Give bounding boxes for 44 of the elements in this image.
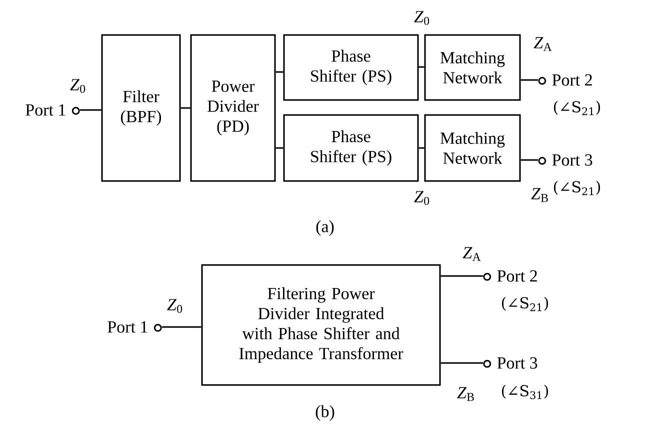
impedance-label: Z$_{A}$ bbox=[462, 247, 481, 261]
block-box: Phase Shifter (PS) bbox=[283, 114, 419, 182]
connection-line bbox=[440, 275, 483, 277]
impedance-label: Z$_{0}$ bbox=[414, 11, 430, 25]
port-terminal: Port 3 bbox=[483, 357, 538, 369]
block-box: Power Divider (PD) bbox=[190, 34, 276, 182]
connection-line bbox=[80, 109, 102, 111]
block-box: Matching Network bbox=[424, 34, 521, 101]
connection-line bbox=[520, 79, 538, 81]
phase-label: (∠S$_{21}$) bbox=[502, 296, 548, 312]
phase-label: (∠S$_{21}$) bbox=[554, 180, 600, 196]
connection-line bbox=[180, 107, 190, 109]
port-terminal: Port 3 bbox=[538, 154, 592, 166]
impedance-label: Z$_{0}$ bbox=[167, 299, 182, 313]
connection-line bbox=[418, 147, 424, 149]
port-terminal: Port 1 bbox=[108, 321, 162, 333]
node-label: Port 3 bbox=[497, 357, 538, 369]
impedance-label: Z$_{0}$ bbox=[414, 191, 430, 205]
connection-line bbox=[276, 71, 284, 73]
connection-line bbox=[440, 362, 483, 364]
connection-line bbox=[162, 326, 202, 328]
block-box: Phase Shifter (PS) bbox=[283, 34, 419, 101]
phase-label: (∠S$_{31}$) bbox=[502, 384, 548, 400]
port-terminal: Port 2 bbox=[483, 270, 537, 282]
impedance-label: Z$_{A}$ bbox=[534, 37, 552, 51]
node-label: Port 1 bbox=[26, 104, 66, 116]
block-box: Matching Network bbox=[424, 114, 521, 182]
port-terminal: Port 2 bbox=[538, 74, 592, 86]
impedance-label: Z$_{0}$ bbox=[70, 79, 86, 93]
port-terminal: Port 1 bbox=[26, 104, 80, 116]
connection-line bbox=[276, 147, 284, 149]
node-label: Port 1 bbox=[108, 321, 148, 333]
phase-label: (∠S$_{21}$) bbox=[554, 100, 600, 116]
impedance-label: Z$_{B}$ bbox=[457, 387, 474, 401]
connection-line bbox=[418, 66, 424, 68]
node-label: Port 2 bbox=[497, 270, 537, 282]
panel-label: (b) bbox=[316, 405, 334, 421]
node-label: Port 3 bbox=[552, 154, 592, 166]
connection-line bbox=[520, 159, 538, 161]
impedance-label: Z$_{B}$ bbox=[531, 188, 548, 202]
node-label: Port 2 bbox=[552, 74, 592, 86]
panel-label: (a) bbox=[316, 220, 334, 236]
block-box: Filter (BPF) bbox=[101, 34, 181, 182]
block-box: Filtering Power Divider Integrated with Phase Shifter and Impedance Transformer bbox=[201, 264, 441, 386]
